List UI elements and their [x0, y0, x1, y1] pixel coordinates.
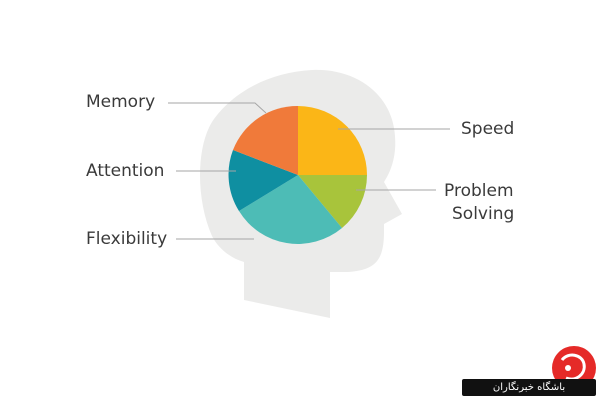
watermark-text: باشگاه خبرنگاران — [492, 382, 566, 393]
label-problem-solving-line1: Problem — [444, 181, 514, 201]
slice-flexibility — [239, 175, 342, 244]
leader-lines — [168, 102, 450, 240]
slice-attention — [228, 150, 298, 211]
label-memory: Memory — [86, 92, 156, 112]
pie-chart — [228, 105, 367, 244]
label-speed: Speed — [461, 119, 515, 139]
watermark-bar — [462, 379, 596, 396]
leader-memory — [168, 102, 267, 114]
label-problem-solving-line2: Solving — [452, 204, 515, 224]
slice-memory — [233, 105, 298, 175]
label-attention: Attention — [86, 161, 165, 181]
label-flexibility: Flexibility — [86, 229, 168, 249]
slice-speed — [298, 106, 367, 175]
slice-problem-solving — [298, 175, 367, 228]
